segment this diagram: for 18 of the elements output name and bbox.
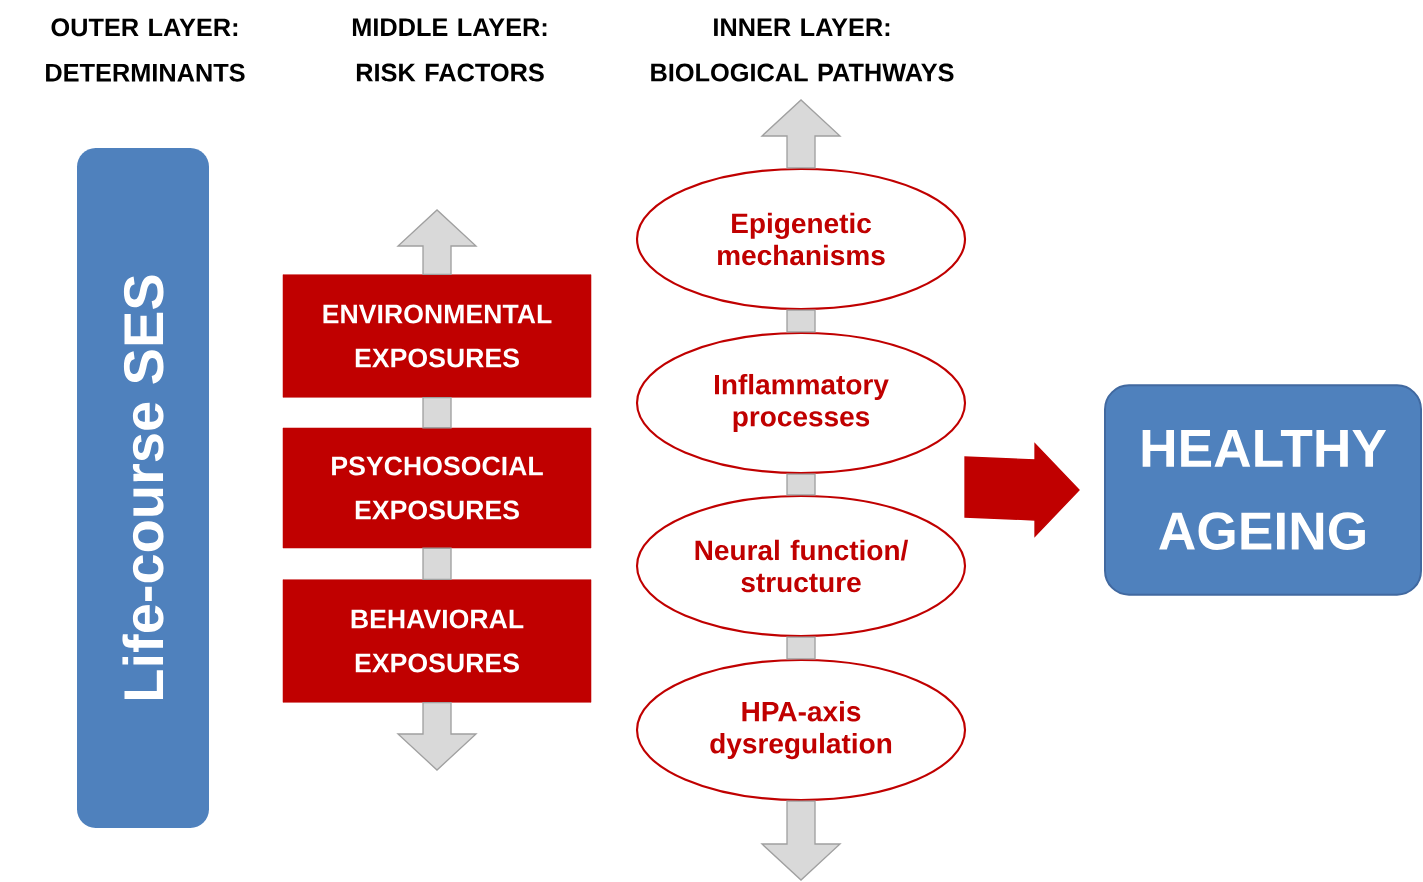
outcome-box: HEALTHY AGEING bbox=[1104, 384, 1422, 596]
vertical-bar-box: Life-course SES bbox=[77, 148, 209, 828]
block-arrow bbox=[786, 636, 816, 660]
block-arrow bbox=[964, 442, 1080, 538]
block-arrow bbox=[422, 547, 452, 581]
block-arrow bbox=[396, 209, 478, 276]
column-heading: INNER LAYER: BIOLOGICAL PATHWAYS bbox=[651, 18, 954, 82]
exposure-box: BEHAVIORAL EXPOSURES bbox=[282, 579, 592, 703]
block-arrow bbox=[786, 473, 816, 496]
exposure-box: PSYCHOSOCIAL EXPOSURES bbox=[282, 427, 592, 549]
exposure-box: ENVIRONMENTAL EXPOSURES bbox=[282, 274, 592, 398]
block-arrow bbox=[422, 396, 452, 429]
block-arrow bbox=[396, 701, 478, 771]
block-arrow bbox=[760, 99, 842, 169]
column-heading: OUTER LAYER: DETERMINANTS bbox=[46, 18, 245, 82]
column-heading: MIDDLE LAYER: RISK FACTORS bbox=[352, 18, 547, 82]
block-arrow bbox=[760, 800, 842, 881]
block-arrow bbox=[786, 309, 816, 333]
